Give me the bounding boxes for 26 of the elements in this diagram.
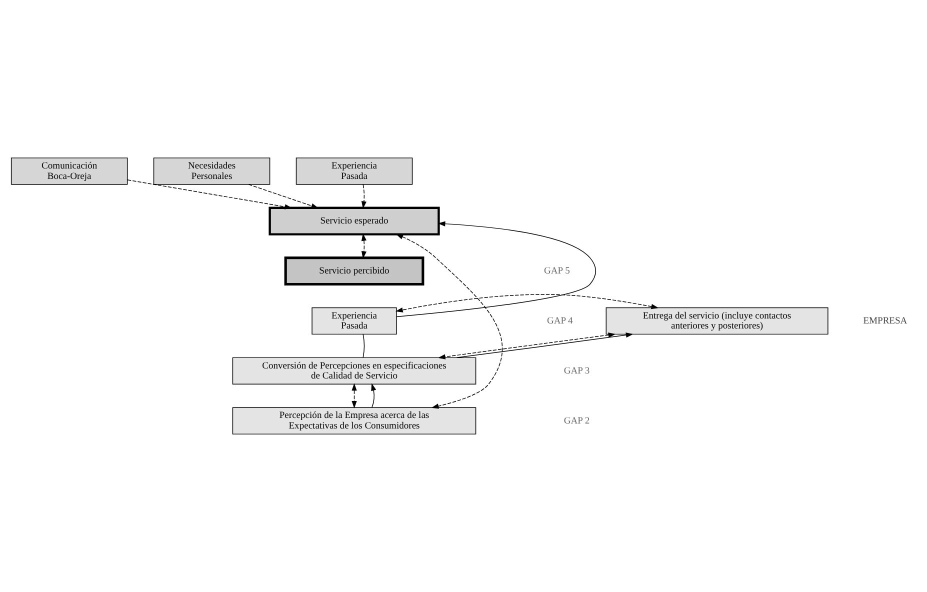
label: GAP 3 xyxy=(564,365,590,376)
node-box: Comunicación Boca-Oreja xyxy=(10,158,128,185)
arrow xyxy=(396,294,659,312)
connector xyxy=(362,334,365,358)
arrow xyxy=(248,184,319,208)
label: EMPRESA xyxy=(863,315,908,326)
node-box: Necesidades Personales xyxy=(153,158,270,185)
node-box: Servicio esperado xyxy=(268,206,440,236)
node-box: Entrega del servicio (incluye contactos anteriores y posteriores) xyxy=(606,307,828,335)
node-box: Percepción de la Empresa acerca de las Expectativas de los Consumidores xyxy=(232,407,476,434)
node-box: Experiencia Pasada xyxy=(312,307,397,335)
label: GAP 4 xyxy=(546,315,573,326)
arrow xyxy=(456,332,634,358)
node-box: Servicio percibido xyxy=(284,256,424,286)
arrow xyxy=(396,221,596,318)
node-box: Experiencia Pasada xyxy=(296,158,413,185)
label: GAP 5 xyxy=(544,266,570,277)
arrow xyxy=(352,383,357,408)
arrow xyxy=(371,383,376,408)
arrow xyxy=(361,233,367,259)
arrow xyxy=(127,180,292,210)
label: GAP 2 xyxy=(564,415,590,426)
arrow xyxy=(361,184,367,209)
arrow xyxy=(438,332,616,360)
node-box: Conversión de Percepciones en especificaciones de Calidad de Servicio xyxy=(232,357,476,384)
arrow xyxy=(396,234,503,409)
